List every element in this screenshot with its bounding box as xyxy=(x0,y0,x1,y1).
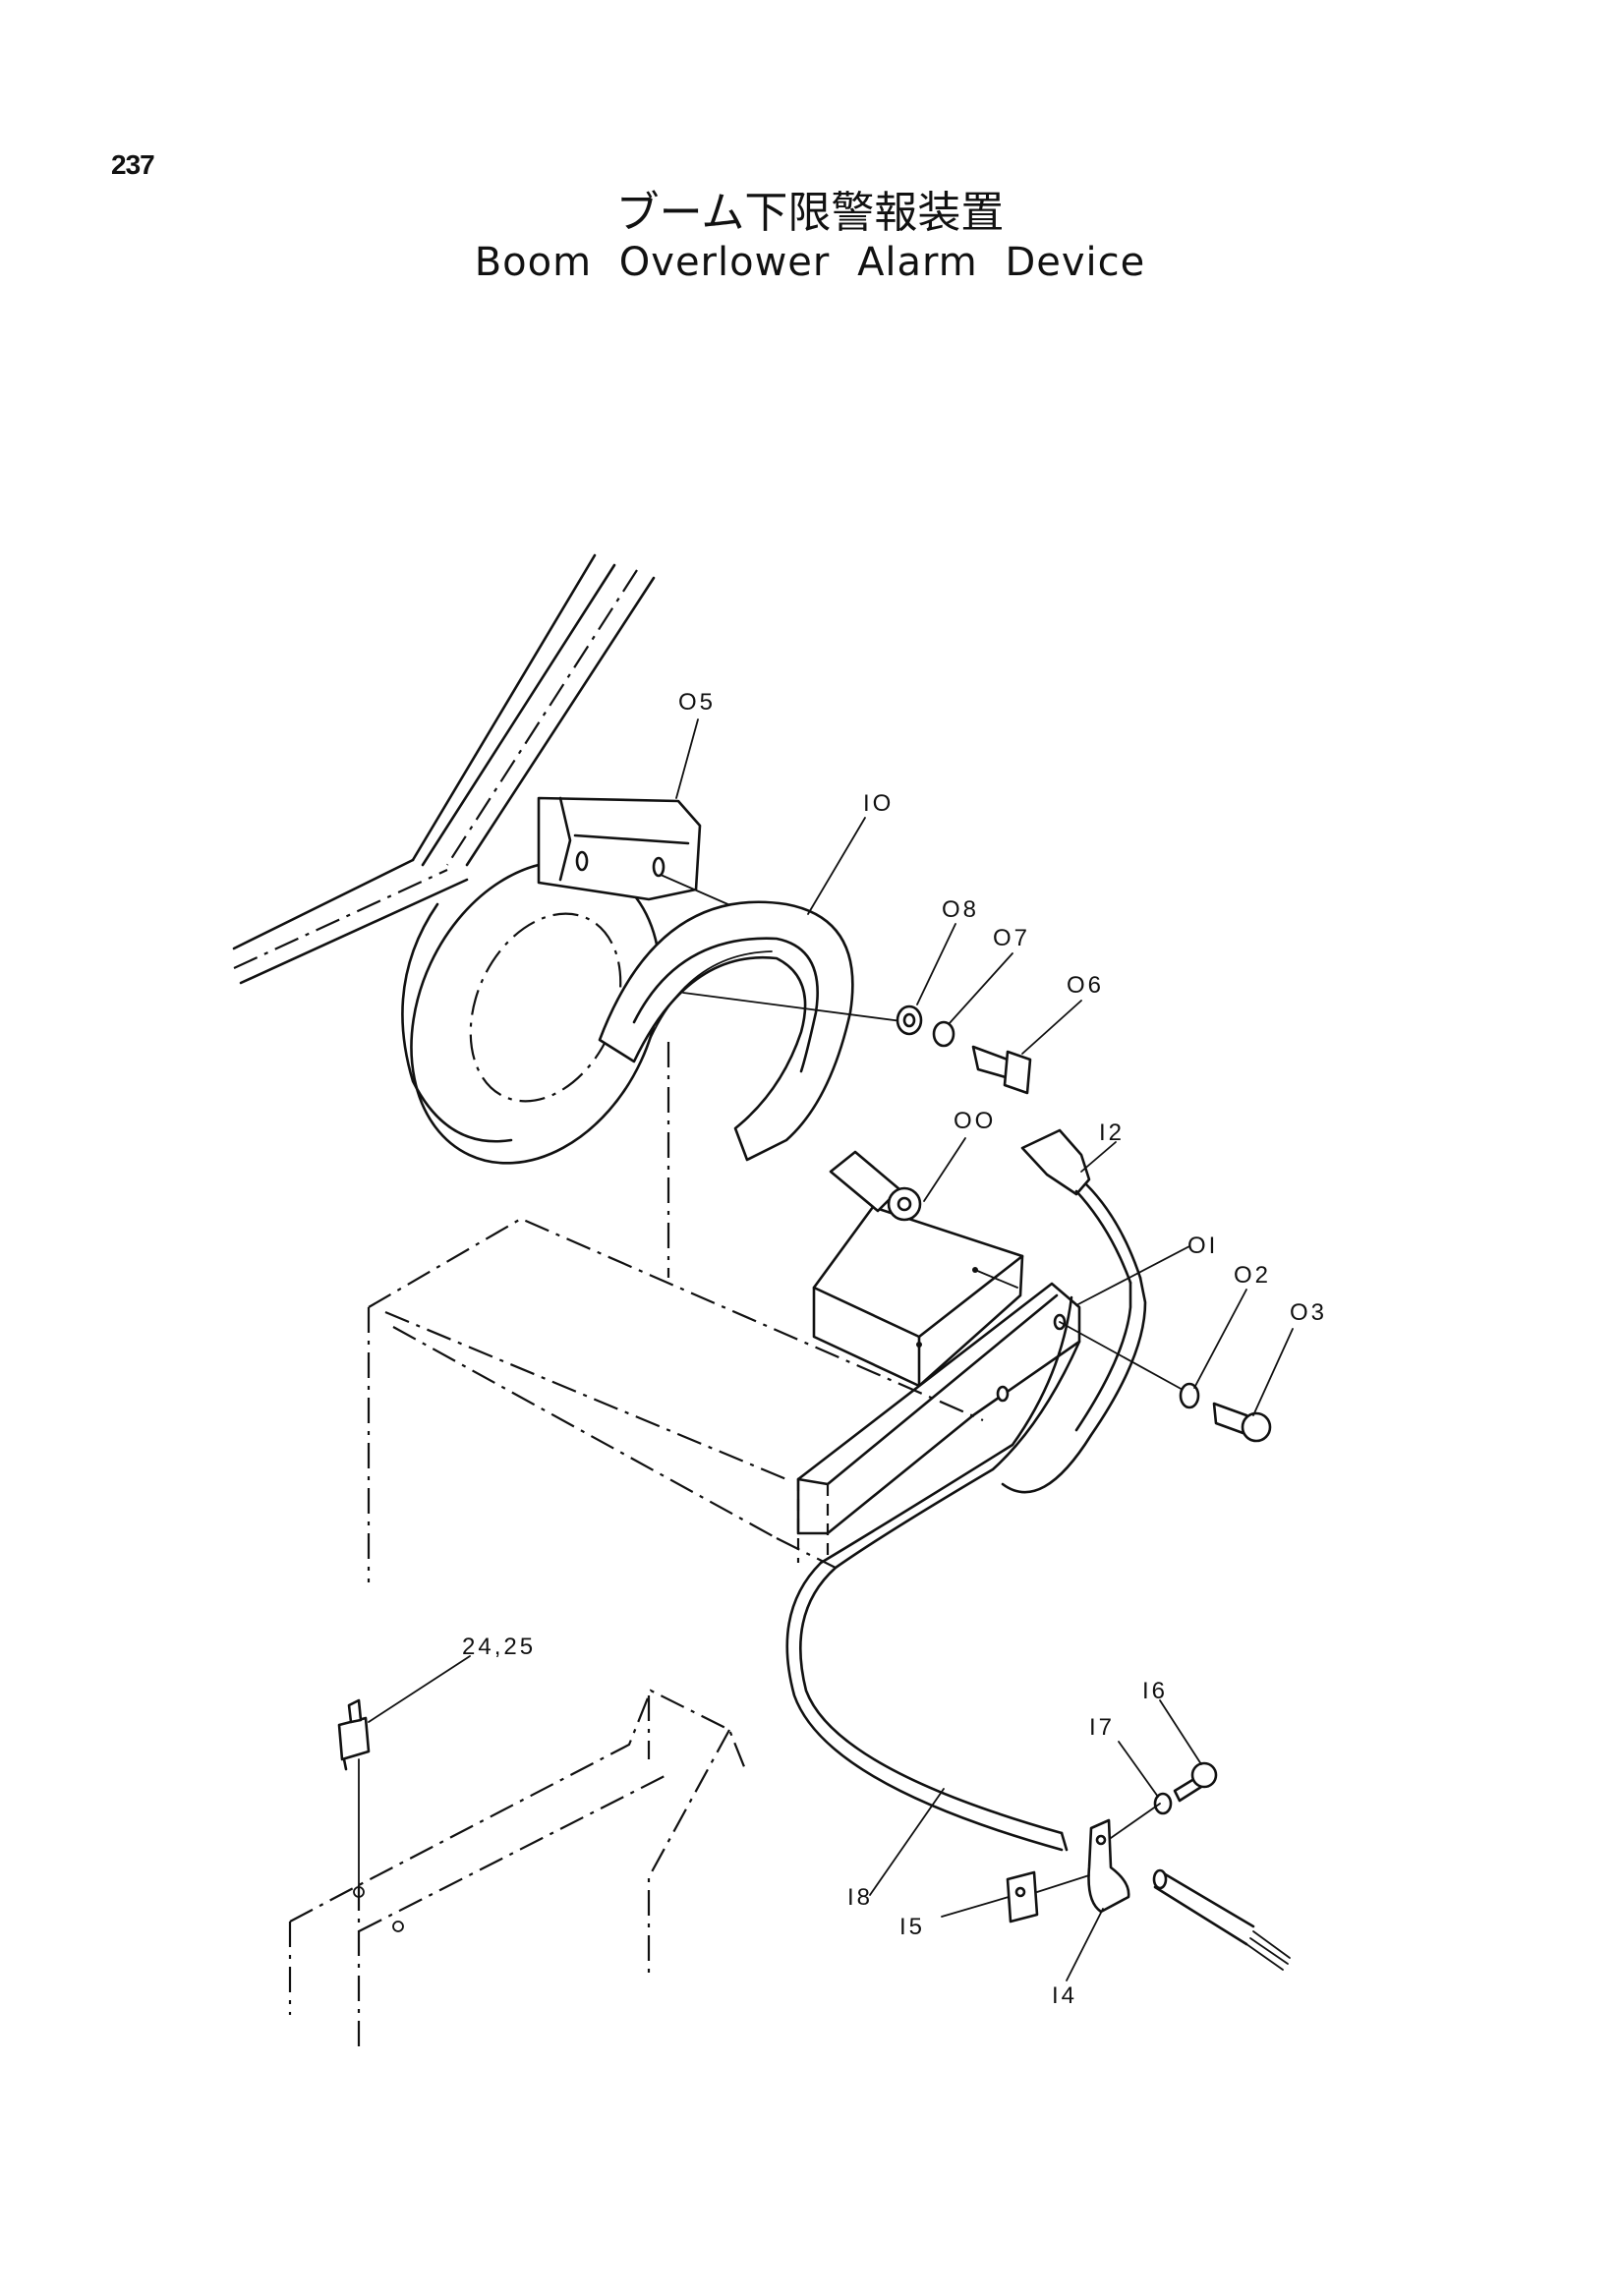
callout-10: I2 xyxy=(1099,1119,1125,1146)
clamp-parts-14-17 xyxy=(1006,1761,1291,1971)
callout-15: I5 xyxy=(899,1914,925,1940)
mount-plate-01 xyxy=(796,1269,1186,1563)
callout-00: OO xyxy=(954,1108,996,1134)
callout-06: O6 xyxy=(1067,972,1104,999)
switch-24-25 xyxy=(337,1698,371,1771)
leader-lines xyxy=(368,718,1294,1981)
title-english: Boom Overlower Alarm Device xyxy=(474,240,1146,285)
limit-switch-00 xyxy=(812,1150,1024,1388)
callout-08: O8 xyxy=(942,896,979,923)
callout-12: IO xyxy=(863,790,894,817)
bracket-05 xyxy=(537,796,733,907)
connector-10 xyxy=(1001,1128,1147,1494)
boom-arm-outline xyxy=(232,553,656,985)
callout-07: O7 xyxy=(993,925,1030,951)
lower-frame xyxy=(288,1689,747,2054)
callout-03: O2 xyxy=(1234,1262,1271,1289)
callout-05: O5 xyxy=(678,689,716,716)
cam-12 xyxy=(598,900,910,1162)
callout-14: I4 xyxy=(1052,1982,1077,2009)
callout-18: I8 xyxy=(847,1884,873,1911)
callout-16: I6 xyxy=(1142,1678,1168,1704)
cable-harness-18 xyxy=(785,1295,1081,1852)
callout-01: OI xyxy=(1187,1233,1218,1259)
callout-24-25: 24,25 xyxy=(462,1634,536,1660)
frame-outline xyxy=(367,1042,984,1582)
callout-labels: O5 IO O8 O7 O6 OO I2 OI O2 O3 24,25 I6 I… xyxy=(462,689,1327,2009)
fasteners-02-03 xyxy=(1179,1382,1272,1443)
callout-17: I7 xyxy=(1089,1714,1115,1741)
page-number: 237 xyxy=(111,149,155,180)
callout-02: O3 xyxy=(1290,1299,1327,1326)
fasteners-06-07-08 xyxy=(896,1004,1032,1095)
title-japanese: ブーム下限警報装置 xyxy=(615,188,1005,238)
